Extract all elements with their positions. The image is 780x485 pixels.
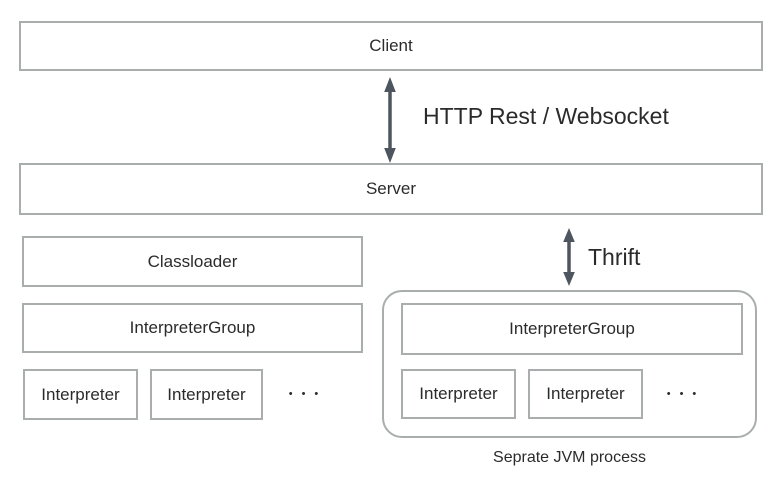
server-box: Server bbox=[19, 163, 763, 215]
interpreter-left-1-box: Interpreter bbox=[23, 369, 138, 420]
ellipsis-left: ••• bbox=[288, 388, 328, 400]
thrift-label: Thrift bbox=[588, 244, 641, 270]
interpreter-right-1-box: Interpreter bbox=[401, 369, 516, 419]
jvm-process-caption: Seprate JVM process bbox=[493, 449, 646, 466]
double-arrow-http-icon bbox=[384, 77, 396, 163]
client-box-label: Client bbox=[369, 36, 413, 55]
http-rest-websocket-label: HTTP Rest / Websocket bbox=[423, 103, 669, 129]
server-box-label: Server bbox=[365, 179, 417, 198]
interpreter-group-left-label: InterpreterGroup bbox=[129, 318, 256, 337]
interpreter-right-2-label: Interpreter bbox=[546, 384, 625, 403]
interpreter-left-2-box: Interpreter bbox=[150, 369, 263, 420]
interpreter-group-right-box: InterpreterGroup bbox=[401, 303, 743, 355]
interpreter-group-right-label: InterpreterGroup bbox=[509, 319, 635, 338]
interpreter-right-1-label: Interpreter bbox=[419, 384, 498, 403]
classloader-box: Classloader bbox=[22, 236, 363, 287]
double-arrow-thrift-icon bbox=[563, 228, 575, 286]
client-box: Client bbox=[19, 21, 763, 71]
interpreter-right-2-box: Interpreter bbox=[528, 369, 643, 419]
interpreter-group-left-box: InterpreterGroup bbox=[22, 303, 363, 353]
ellipsis-right: ••• bbox=[666, 388, 706, 400]
interpreter-left-2-label: Interpreter bbox=[167, 384, 246, 404]
classloader-box-label: Classloader bbox=[147, 251, 238, 271]
interpreter-left-1-label: Interpreter bbox=[41, 384, 120, 404]
